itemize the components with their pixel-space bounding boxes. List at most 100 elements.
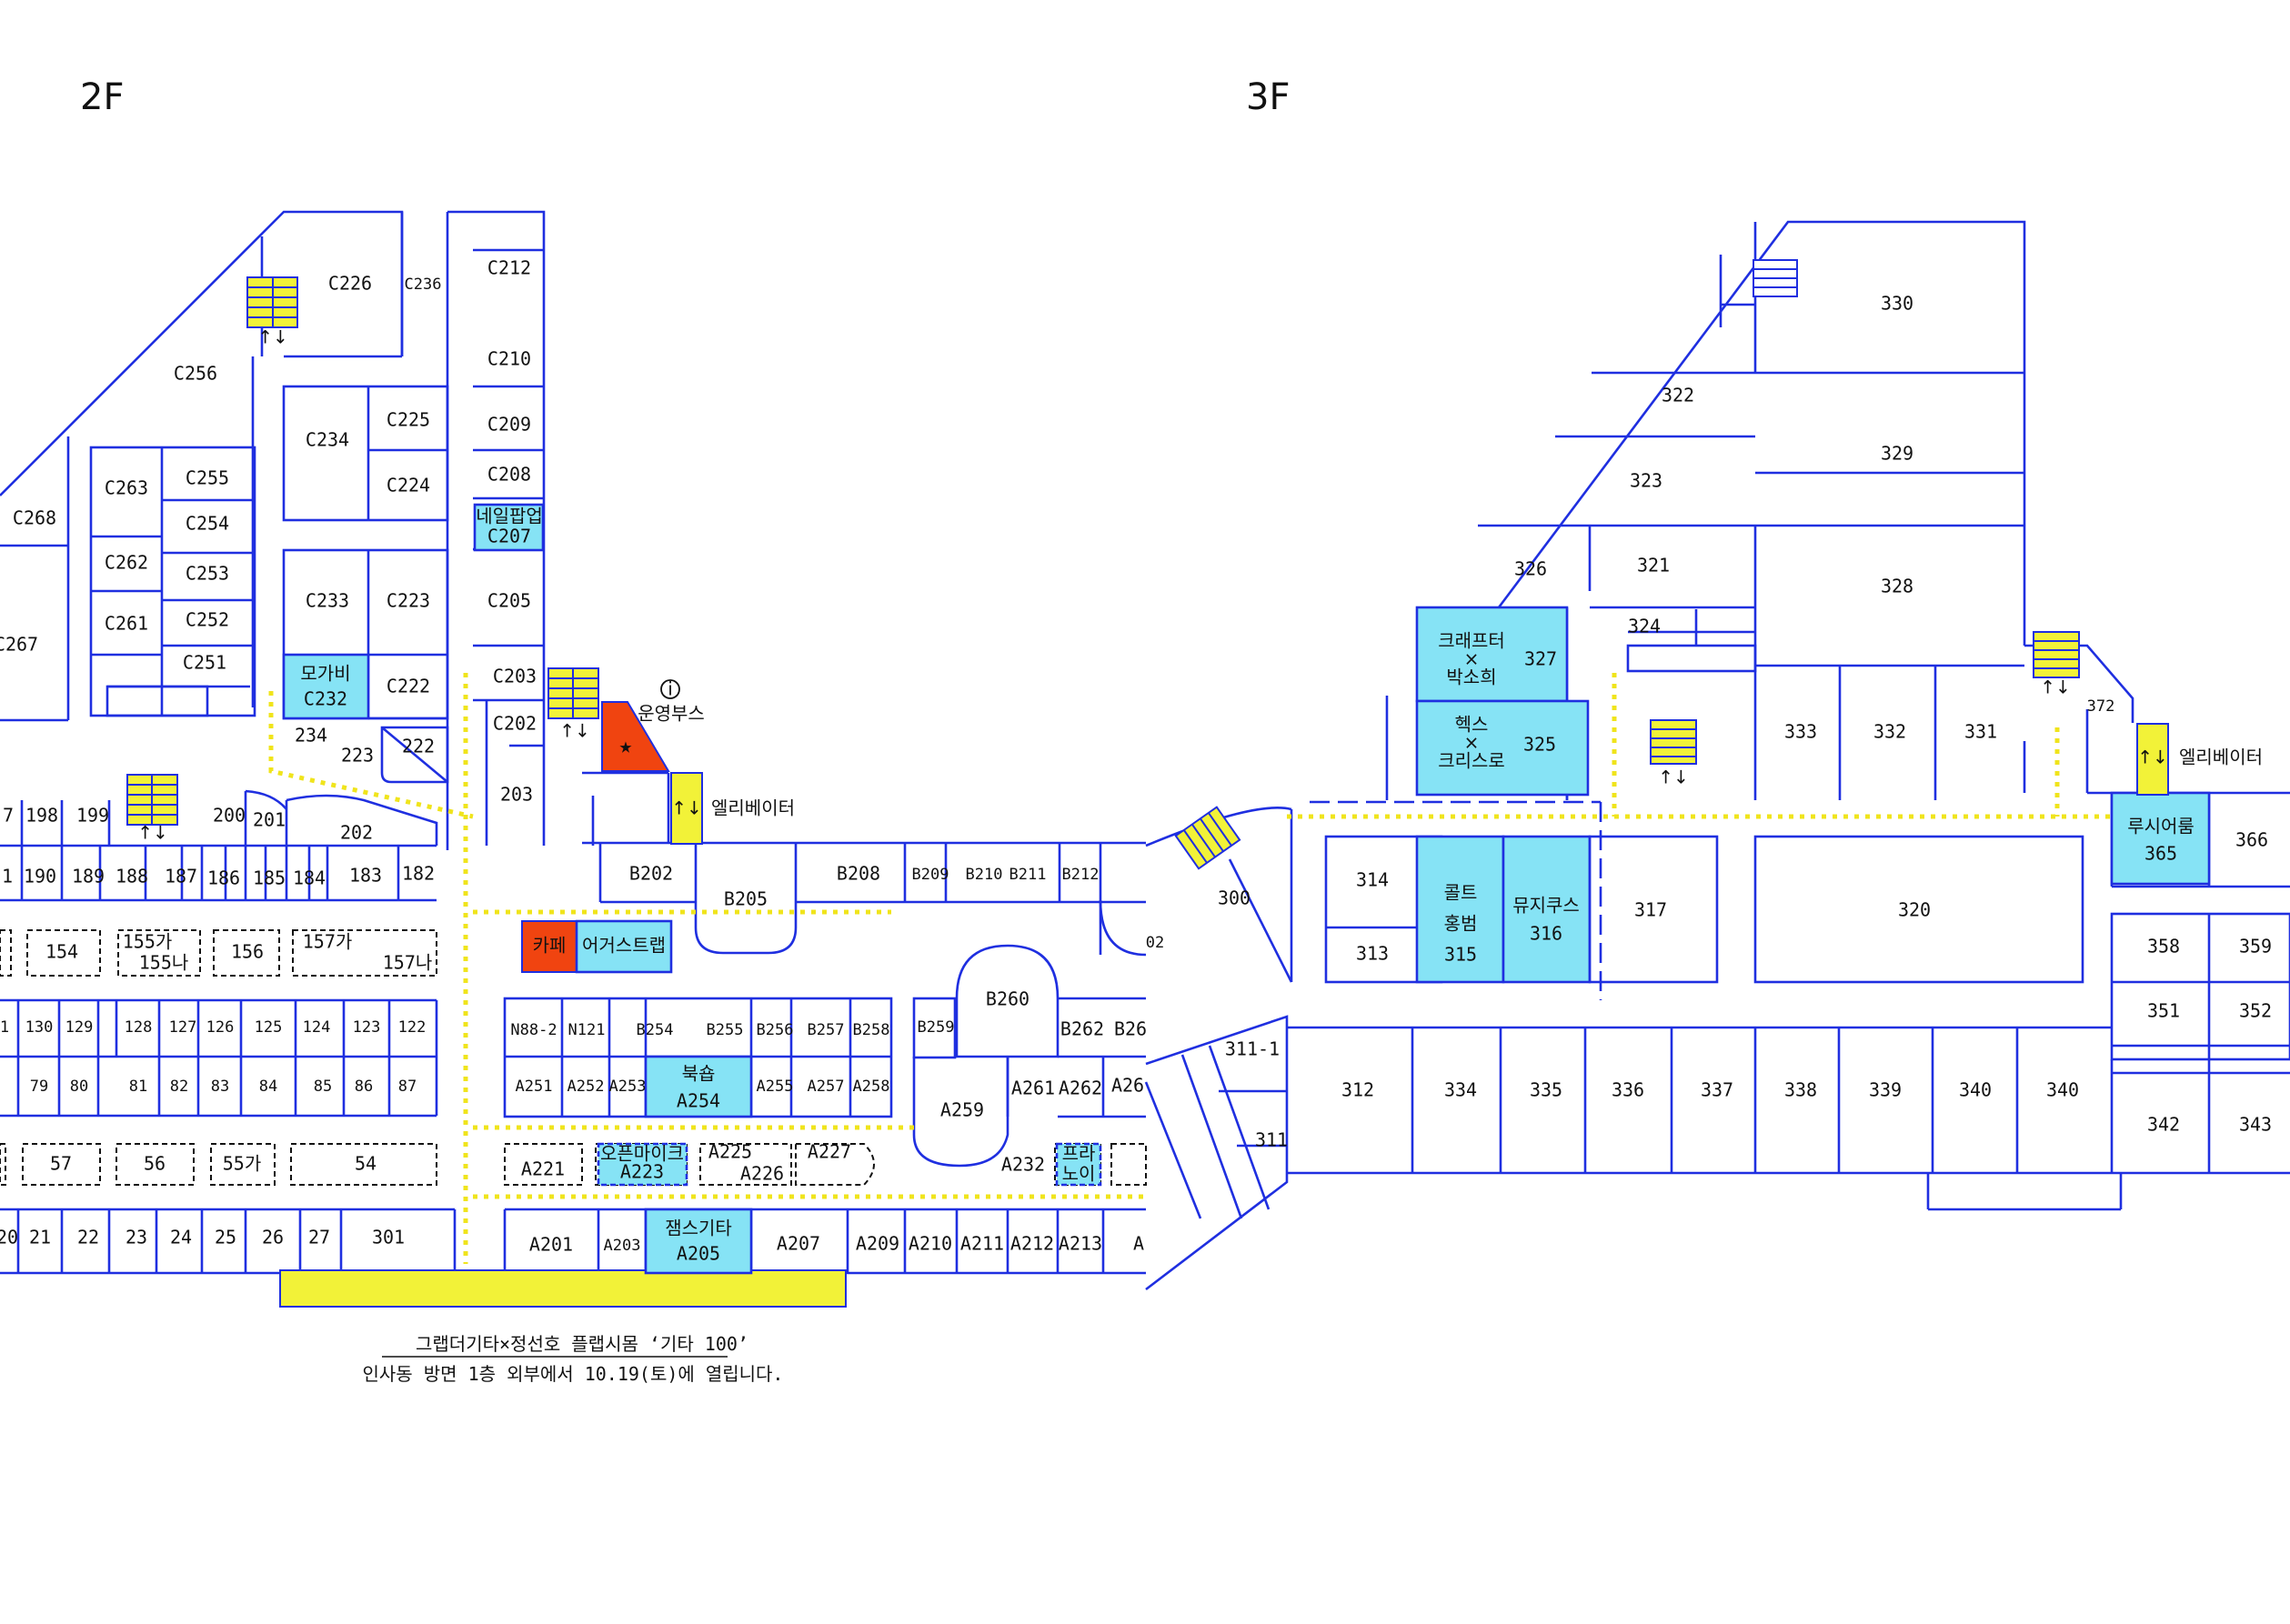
room-label: 321 [1637,555,1670,576]
elevator-arrows: ↑↓ [2137,747,2168,768]
room-label: 123 [353,1018,381,1037]
room-327: 327 [1524,648,1557,670]
room-label: 126 [206,1018,235,1037]
room-label: 86 [355,1078,373,1096]
room-label: 324 [1628,616,1661,637]
room-label: A227 [808,1141,851,1163]
room-label: A226 [740,1163,784,1185]
room-label: 234 [295,725,327,747]
room-label: 359 [2239,936,2272,957]
floor-2f [0,210,1147,1308]
room-315: 315 [1444,944,1477,966]
room-label: 352 [2239,1000,2272,1022]
room-label: B211 [1009,866,1047,884]
room-label: 200 [213,805,246,827]
room-label: C212 [487,257,531,279]
room-label: 25 [215,1227,236,1248]
booth-openmic[interactable] [597,1142,688,1187]
room-label: A203 [604,1237,641,1255]
bookshop-label: 북숍 [682,1063,716,1085]
room-label: 27 [308,1227,330,1248]
booth-cafe[interactable] [521,920,578,973]
room-label: 186 [207,867,240,889]
room-label: N88-2 [510,1021,557,1039]
room-label: A252 [567,1078,605,1096]
room-label: A207 [777,1233,820,1255]
room-label: 1 [2,866,13,887]
room-label: 24 [170,1227,192,1248]
room-label: B259 [918,1018,955,1037]
room-label: 155가 [123,931,173,953]
room-label: 157가 [303,931,353,953]
colt-label-2: 홍범 [1444,913,1478,935]
room-label: B257 [808,1021,845,1039]
room-label: 7 [3,805,14,827]
room-label: 222 [402,736,435,757]
room-label: C223 [387,590,430,612]
lucie-label: 루시어룸 [2127,816,2195,837]
room-365: 365 [2144,843,2177,865]
room-label: 20 [0,1227,18,1248]
room-label: C203 [493,666,537,687]
room-label: 313 [1356,943,1389,965]
stairs-outline-icon [1753,259,1798,297]
room-label: 337 [1701,1079,1733,1101]
room-label: 82 [170,1078,188,1096]
room-label: 190 [24,866,56,887]
room-label: A221 [521,1158,565,1180]
room-label: B258 [853,1021,890,1039]
room-label: 366 [2235,829,2268,851]
info-icon-letter: i [668,678,673,700]
booth-bookshop[interactable] [644,1055,753,1118]
room-label: B254 [637,1021,674,1039]
room-label: 199 [76,805,109,827]
room-label: 26 [262,1227,284,1248]
room-label: 83 [211,1078,229,1096]
room-label: A209 [856,1233,899,1255]
info-booth-marker[interactable] [601,701,670,772]
room-label: B212 [1062,866,1100,884]
cafe-label: 카페 [533,935,567,957]
room-labels-2f: C226 C236 C212 C210 C209 C208 C205 C203 … [0,257,1164,1256]
booth-augustlab[interactable] [575,919,673,974]
room-label: C222 [387,676,430,697]
booth-jams-guitar[interactable] [644,1208,753,1275]
nail-popup-label: 네일팝업 [476,506,543,527]
room-label: A211 [960,1233,1004,1255]
hex-label-2: 크리스로 [1438,750,1505,772]
stairs-icon: ↑↓ [2033,631,2080,698]
room-label: 122 [398,1018,427,1037]
room-label: 311-1 [1225,1038,1280,1060]
room-label: A26 [1111,1075,1144,1097]
room-label: A213 [1059,1233,1102,1255]
room-label: 322 [1662,385,1694,406]
room-label: B208 [837,863,880,885]
room-label: 130 [25,1018,54,1037]
room-label: 338 [1784,1079,1817,1101]
room-label: C256 [174,363,217,385]
room-label: 328 [1881,576,1913,597]
booth-lucie-room[interactable] [2110,791,2211,886]
room-label: 223 [341,745,374,767]
elevator-arrows: ↑↓ [671,797,702,819]
prana-label-1: 프라 [1062,1143,1096,1165]
room-label: B260 [986,988,1029,1010]
colt-label: 콜트 [1444,882,1478,904]
booth-nail-popup[interactable] [473,503,545,552]
room-A254: A254 [677,1090,720,1112]
elevator-label-3f: 엘리베이터 [2179,747,2263,768]
room-label: 154 [45,941,78,963]
booth-crafter[interactable] [1415,606,1569,703]
room-label: A257 [808,1078,845,1096]
room-label: A261 [1011,1078,1055,1099]
room-label: C255 [186,467,229,489]
booth-prana[interactable] [1055,1142,1102,1187]
room-label: C254 [186,513,229,535]
room-label: 128 [125,1018,153,1037]
room-label: 54 [355,1153,377,1175]
room-label: 127 [169,1018,197,1037]
booth-hex[interactable] [1415,699,1590,797]
room-label: 339 [1869,1079,1902,1101]
room-label: 23 [126,1227,147,1248]
booth-mogabi[interactable] [282,653,370,720]
